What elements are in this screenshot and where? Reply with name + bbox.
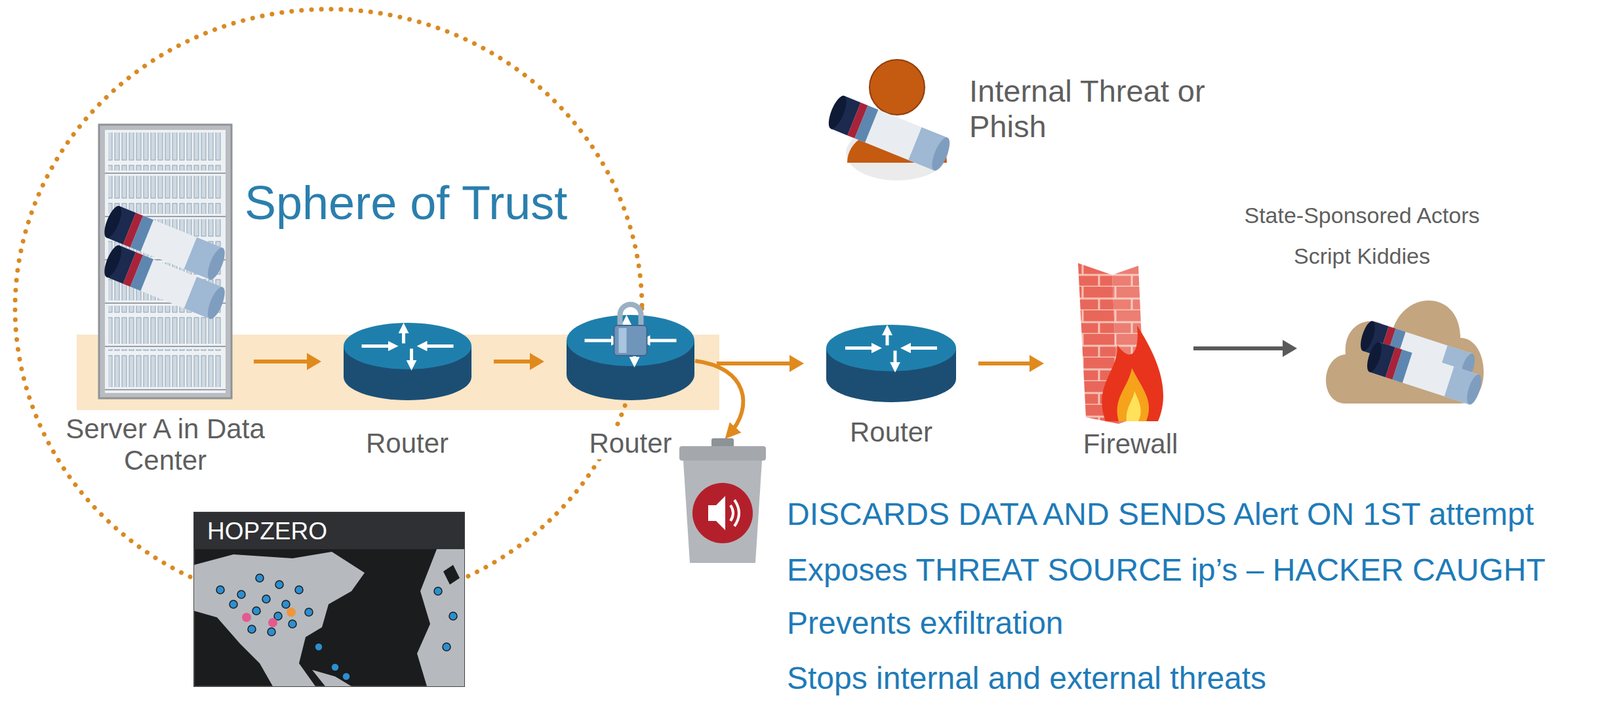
hopzero-map: HOPZERO <box>194 512 465 686</box>
node-label: Internal Threat or Phish <box>969 73 1232 145</box>
internet-cloud: State-Sponsored ActorsScript Kiddies <box>1319 293 1488 404</box>
node-label: Router <box>341 427 473 460</box>
secure-router-icon <box>566 305 695 400</box>
node-label: HOPZERO <box>207 517 404 546</box>
server-rack: Server A in Data Center <box>99 124 232 399</box>
node-label: Server A in Data Center <box>57 413 274 477</box>
flow-arrow <box>978 354 1044 372</box>
benefit-text: Stops internal and external threats <box>786 660 1267 696</box>
router: Router <box>343 322 472 400</box>
server-rack-icon <box>99 124 232 399</box>
node-label: Router <box>825 416 957 448</box>
internet-cloud-icon <box>1319 293 1488 404</box>
firewall-icon <box>1066 262 1172 424</box>
node-label: Firewall <box>1058 428 1203 460</box>
benefit-text: Exposes THREAT SOURCE ip’s – HACKER CAUG… <box>786 552 1546 588</box>
node-label: State-Sponsored Actors <box>1217 202 1507 229</box>
node-label: Script Kiddies <box>1263 243 1461 269</box>
benefit-text: DISCARDS DATA AND SENDS Alert ON 1ST att… <box>786 497 1534 532</box>
node-label: Sphere of Trust <box>241 175 570 231</box>
flow-arrow <box>716 354 804 372</box>
router-icon <box>343 322 472 400</box>
benefit-text: Prevents exfiltration <box>786 605 1064 641</box>
flow-arrow <box>253 352 322 370</box>
node-label: Router <box>586 427 675 460</box>
internal-threat-icon <box>831 51 963 176</box>
discard-arrow <box>695 360 743 435</box>
firewall: Firewall <box>1066 262 1172 424</box>
trash-can <box>679 438 766 563</box>
secure-router: Router <box>566 305 695 400</box>
flow-arrow <box>493 352 545 370</box>
flow-arrow <box>1193 339 1298 357</box>
internal-threat: Internal Threat or Phish <box>831 51 963 176</box>
router: Router <box>826 324 957 402</box>
router-icon <box>826 324 957 402</box>
